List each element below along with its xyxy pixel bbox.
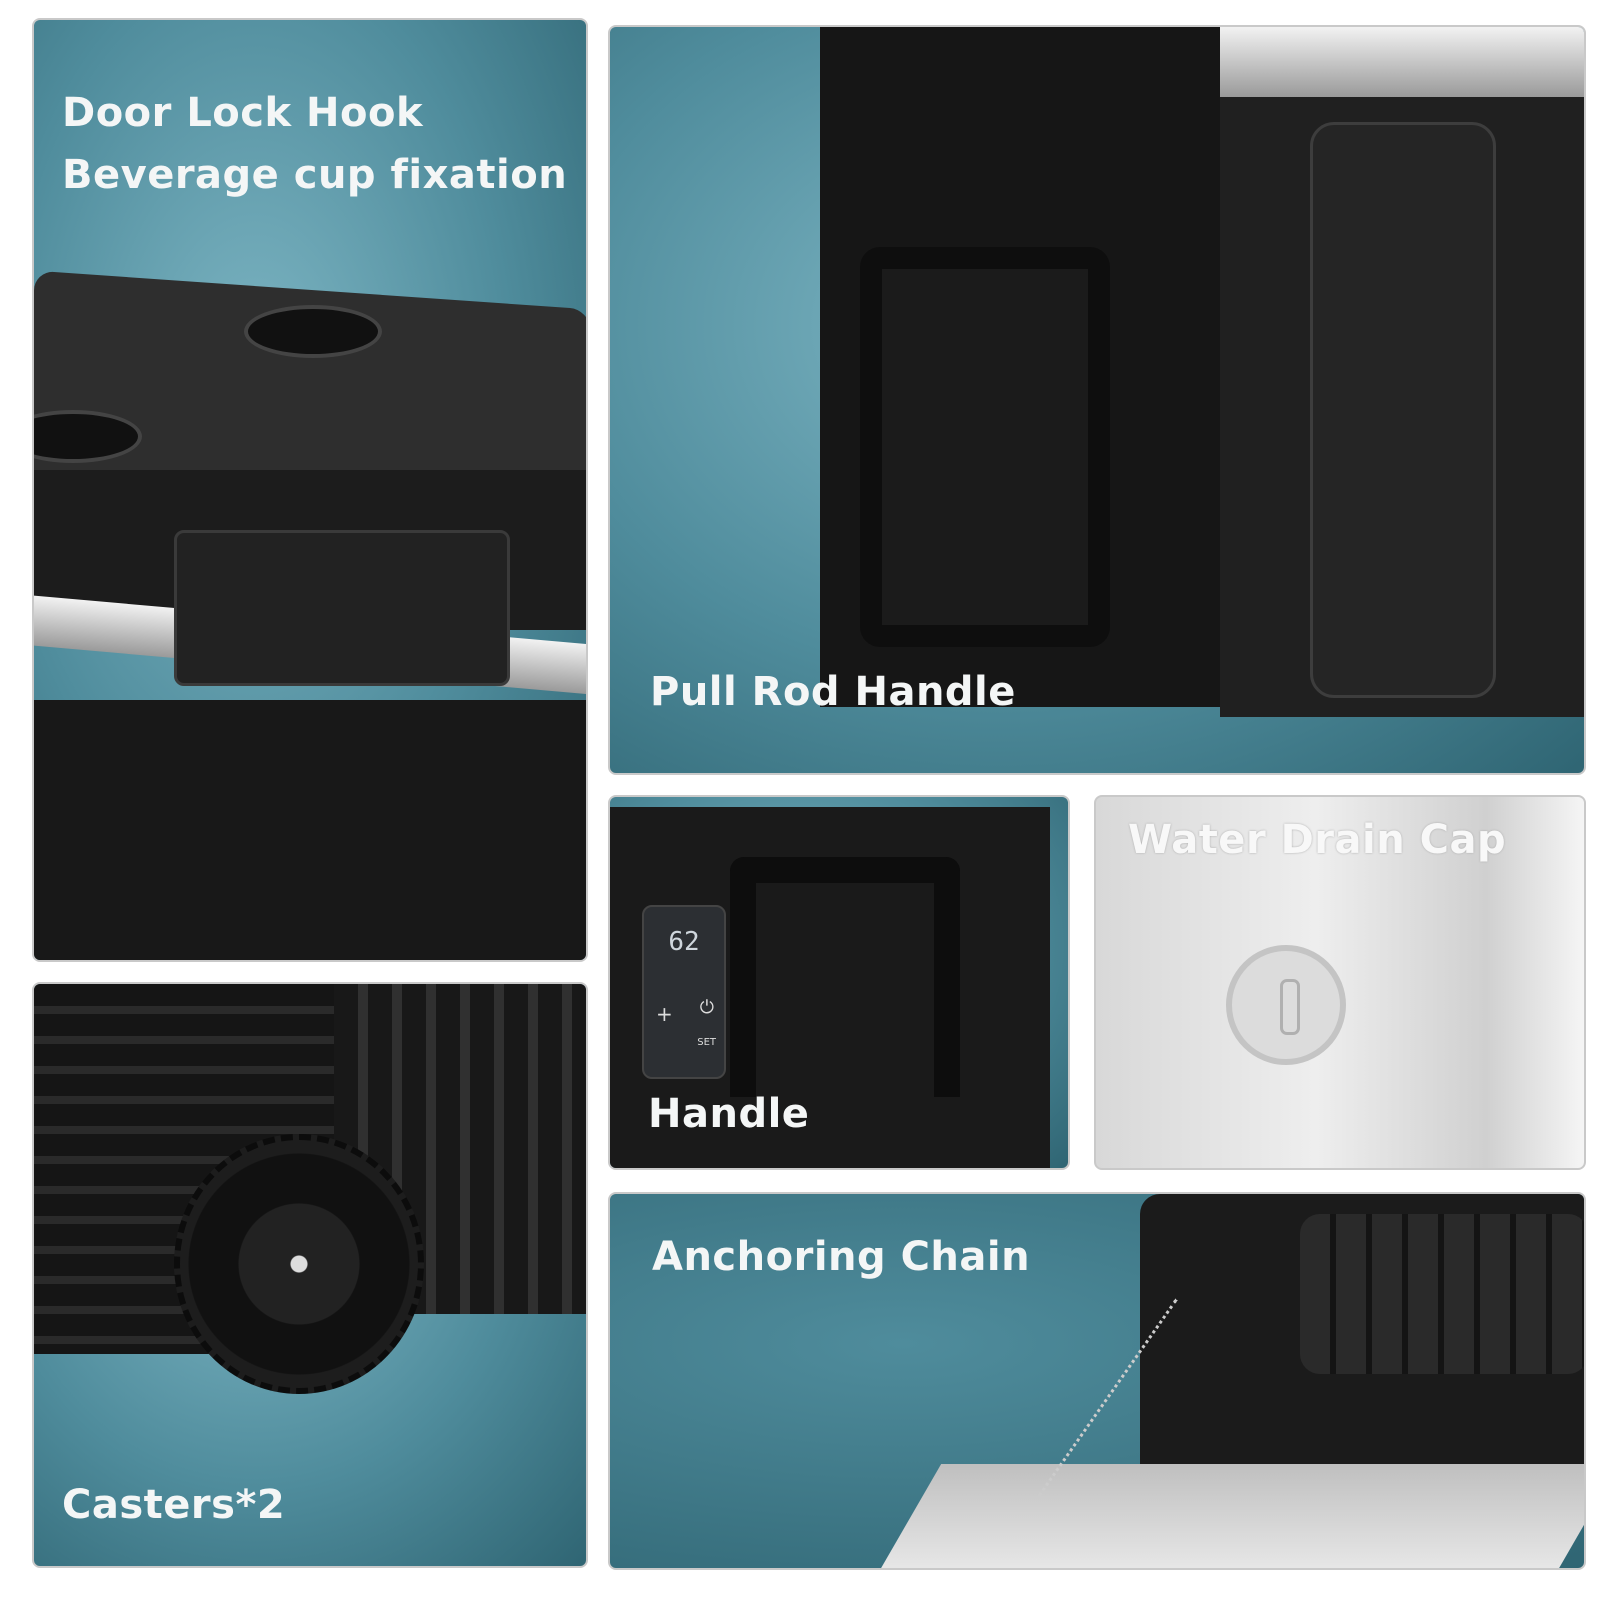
- carry-handle: [730, 857, 960, 1097]
- panel-pull-rod-handle: Pull Rod Handle: [608, 25, 1586, 775]
- door-lock-title: Door Lock Hook: [62, 90, 424, 136]
- set-button[interactable]: SET: [697, 1037, 716, 1048]
- cup-holder: [244, 305, 382, 358]
- cup-holder: [34, 410, 142, 463]
- pull-rod-label: Pull Rod Handle: [650, 669, 1016, 715]
- caster-wheel: [174, 1134, 424, 1394]
- door-lock-label: Door Lock Hook Beverage cup fixation: [62, 82, 567, 206]
- pull-rod-handle: [860, 247, 1110, 647]
- white-top-edge: [1220, 27, 1584, 97]
- handle-label: Handle: [648, 1091, 810, 1137]
- casters-label: Casters*2: [62, 1482, 286, 1528]
- panel-casters: Casters*2: [32, 982, 588, 1568]
- cooler-body: [34, 700, 586, 960]
- panel-anchoring-chain: Anchoring Chain: [608, 1192, 1586, 1570]
- anchoring-chain-label: Anchoring Chain: [652, 1234, 1031, 1280]
- lock-hook: [174, 530, 510, 686]
- drain-cap-slot: [1280, 979, 1300, 1035]
- control-panel: 62 ⏻ + SET: [642, 905, 726, 1079]
- lid-vent-panel: [1300, 1214, 1584, 1374]
- plus-button[interactable]: +: [656, 1002, 673, 1026]
- temperature-display: 62: [668, 927, 700, 957]
- panel-water-drain-cap: Water Drain Cap: [1094, 795, 1586, 1170]
- cooler-interior-rim: [878, 1464, 1584, 1568]
- cup-fixation-subtitle: Beverage cup fixation: [62, 152, 568, 198]
- panel-handle: 62 ⏻ + SET Handle: [608, 795, 1070, 1170]
- panel-door-lock-hook: Door Lock Hook Beverage cup fixation: [32, 18, 588, 962]
- front-panel: [1310, 122, 1496, 698]
- power-icon[interactable]: ⏻: [699, 997, 714, 1018]
- drain-cap-label: Water Drain Cap: [1128, 817, 1507, 863]
- drain-cap: [1226, 945, 1346, 1065]
